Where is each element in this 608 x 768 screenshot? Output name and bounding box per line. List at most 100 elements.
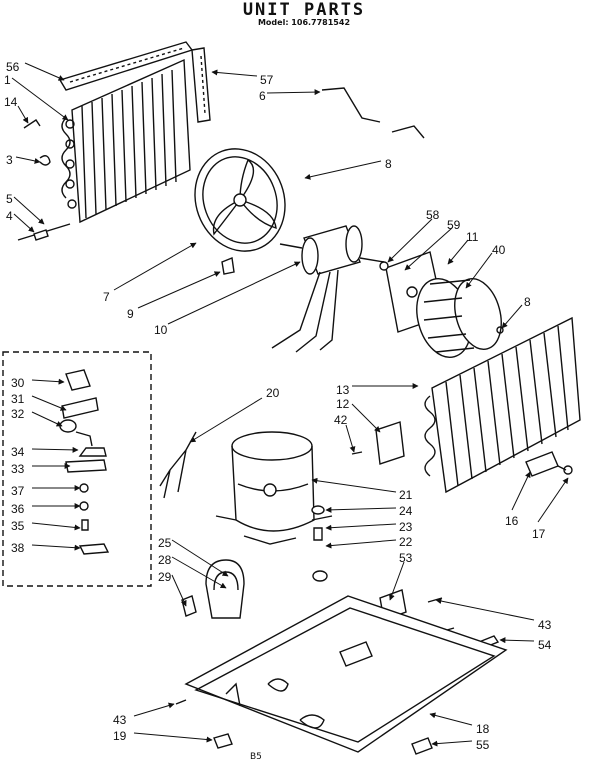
callout-leader-17: [537, 477, 569, 523]
callout-label-57: 57: [260, 73, 274, 87]
callout-label-19: 19: [113, 729, 127, 743]
callout-label-43a: 43: [538, 618, 552, 632]
callout-label-16: 16: [505, 514, 519, 528]
callout-leader-4: [13, 213, 35, 233]
callout-label-42: 42: [334, 413, 348, 427]
callout-label-25: 25: [158, 536, 172, 550]
callout-label-54: 54: [538, 638, 552, 652]
callout-leader-12: [351, 403, 381, 433]
callout-leader-43b: [133, 702, 175, 717]
callout-leader-8a: [304, 160, 382, 180]
part-1-condenser-coil: [61, 58, 191, 224]
callout-leader-35: [31, 522, 81, 531]
callout-leader-38: [31, 544, 81, 551]
callout-leader-5: [13, 196, 45, 225]
callout-label-40: 40: [492, 243, 506, 257]
part-19-clip: [213, 733, 233, 749]
callout-label-11: 11: [466, 230, 479, 244]
callout-label-38: 38: [11, 541, 25, 555]
callout-leader-7: [113, 242, 197, 291]
part-25-28-29-support: [181, 559, 245, 619]
callout-label-8b: 8: [524, 295, 531, 309]
callout-leader-21: [311, 477, 397, 493]
part-9-fan-clip: [221, 257, 235, 275]
callout-leader-43a: [435, 598, 535, 621]
callout-label-1: 1: [4, 73, 11, 87]
callout-leader-32: [31, 411, 63, 427]
callout-label-5: 5: [6, 192, 13, 206]
callout-label-9: 9: [127, 307, 134, 321]
callout-label-14: 14: [4, 95, 18, 109]
callout-label-6: 6: [259, 89, 266, 103]
part-58-nut: [379, 261, 389, 271]
part-4-5-capillary-tube: [17, 223, 71, 241]
callout-leader-40: [465, 252, 493, 289]
callout-label-22: 22: [399, 535, 413, 549]
callout-leader-58: [387, 218, 433, 263]
part-55-clip: [411, 737, 433, 755]
model-number: Model: 106.7781542: [257, 18, 351, 27]
callout-label-35: 35: [11, 519, 25, 533]
callout-label-56: 56: [6, 60, 20, 74]
electrical-parts-inset: [2, 351, 152, 587]
callout-leader-59: [404, 227, 453, 271]
callout-label-58: 58: [426, 208, 440, 222]
callout-leader-54: [499, 637, 535, 644]
callout-leader-57: [211, 69, 258, 77]
callout-label-13: 13: [336, 383, 350, 397]
part-40-blower-wheel: [416, 278, 502, 358]
callout-label-12: 12: [336, 397, 350, 411]
callout-label-23: 23: [399, 520, 413, 534]
callout-leader-53: [389, 561, 405, 601]
callout-leader-3: [15, 156, 41, 164]
callout-label-21: 21: [399, 488, 413, 502]
callout-leader-30: [31, 378, 65, 385]
callout-label-24: 24: [399, 504, 413, 518]
part-3-clip: [39, 155, 51, 166]
callout-label-30: 30: [11, 376, 25, 390]
callout-leader-10: [167, 261, 301, 325]
part-8-washer: [496, 326, 504, 334]
page-footer-code: B5: [250, 752, 262, 762]
callout-leader-56: [24, 62, 65, 81]
callout-leader-31: [31, 395, 67, 411]
callout-label-8a: 8: [385, 157, 392, 171]
callout-leader-20: [189, 397, 263, 443]
callout-label-32: 32: [11, 407, 25, 421]
callout-label-53: 53: [399, 551, 413, 565]
callout-leader-14: [17, 105, 29, 124]
callout-leader-19: [133, 732, 213, 743]
callout-leader-1: [11, 77, 69, 121]
callout-label-10: 10: [154, 323, 168, 337]
callout-leader-29: [171, 574, 187, 607]
callout-layer: 5611435457685859114087910131242201617212…: [4, 60, 569, 752]
callout-label-29: 29: [158, 570, 172, 584]
callout-label-36: 36: [11, 502, 25, 516]
callout-leader-11: [447, 239, 469, 265]
callout-label-4: 4: [6, 209, 13, 223]
part-14-tube-fitting: [23, 119, 41, 129]
callout-leader-22: [325, 539, 397, 549]
callout-label-55: 55: [476, 738, 490, 752]
part-16-17-thermostat: [525, 451, 573, 477]
part-42-screw: [351, 451, 363, 455]
callout-leader-42: [345, 424, 356, 453]
callout-leader-9: [137, 271, 221, 309]
callout-label-28: 28: [158, 553, 172, 567]
callout-leader-16: [511, 471, 531, 511]
callout-leader-28: [171, 556, 227, 589]
callout-label-33: 33: [11, 462, 25, 476]
callout-label-31: 31: [11, 392, 25, 406]
callout-label-43b: 43: [113, 713, 127, 727]
part-6-tube: [321, 87, 425, 139]
callout-leader-8b: [501, 304, 523, 329]
part-7-fan-assembly: [194, 148, 286, 252]
callout-leader-25: [171, 539, 229, 577]
callout-leader-18: [429, 712, 473, 726]
callout-label-17: 17: [532, 527, 546, 541]
part-22-24-grommets: [311, 505, 328, 582]
callout-label-18: 18: [476, 722, 490, 736]
part-18-base-pan: [184, 595, 508, 753]
